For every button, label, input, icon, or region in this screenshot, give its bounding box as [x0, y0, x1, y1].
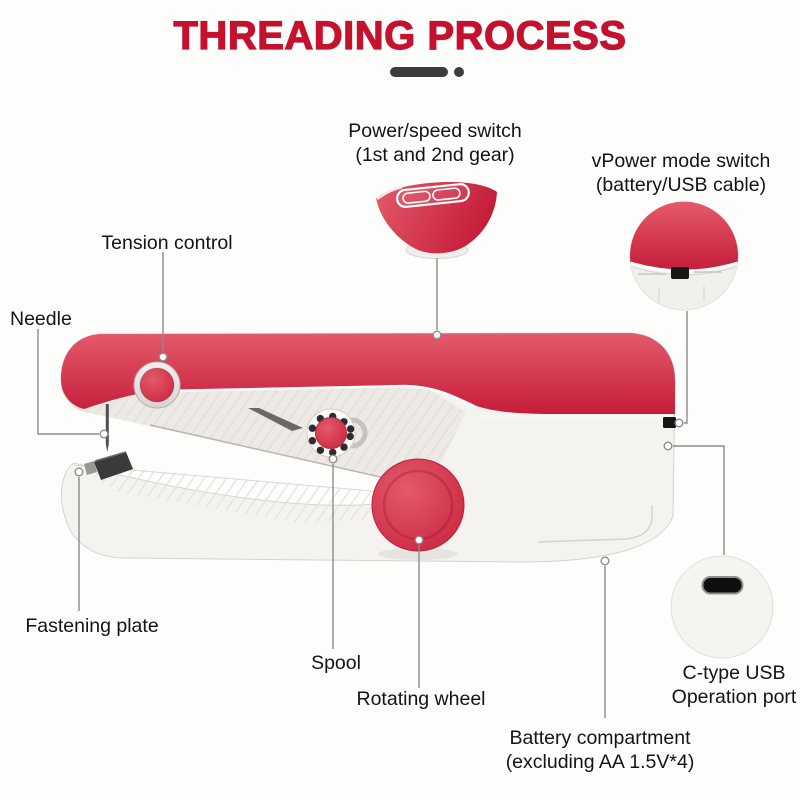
title-underline-dot	[454, 67, 464, 77]
title-underline-dash	[390, 67, 448, 77]
label-battery-compartment: Battery compartment (excluding AA 1.5V*4…	[505, 727, 695, 774]
speed-button	[395, 183, 470, 208]
leader-needle	[37, 329, 99, 435]
leader-lines	[37, 252, 725, 718]
label-mode-switch: vPower mode switch (battery/USB cable)	[591, 150, 771, 197]
label-tension-control: Tension control	[101, 232, 233, 254]
needle	[105, 404, 109, 452]
label-power-switch: Power/speed switch (1st and 2nd gear)	[348, 120, 522, 167]
lower-jaw-plate	[74, 463, 418, 523]
leader-usb	[673, 445, 725, 555]
fastening-plate	[84, 451, 133, 480]
label-fastening-plate: Fastening plate	[25, 615, 159, 637]
label-spool: Spool	[311, 652, 361, 674]
leader-mode-switch	[684, 311, 688, 424]
mode-switch	[663, 417, 676, 428]
mode-switch-callout	[629, 201, 739, 311]
stitch-slot	[149, 424, 421, 487]
usb-port-callout	[670, 555, 774, 659]
power-switch-callout	[376, 182, 497, 259]
label-needle: Needle	[10, 308, 72, 330]
sewing-machine	[60, 332, 676, 563]
red-top-cover	[61, 333, 675, 414]
usb-c-port	[701, 576, 744, 595]
tension-control-knob	[133, 361, 181, 409]
label-rotating-wheel: Rotating wheel	[356, 688, 486, 710]
mode-switch-zoomed	[671, 267, 689, 279]
battery-door-seam	[537, 505, 653, 543]
label-usb-port: C-type USB Operation port	[671, 662, 797, 709]
page-title: THREADING PROCESS	[173, 13, 627, 58]
